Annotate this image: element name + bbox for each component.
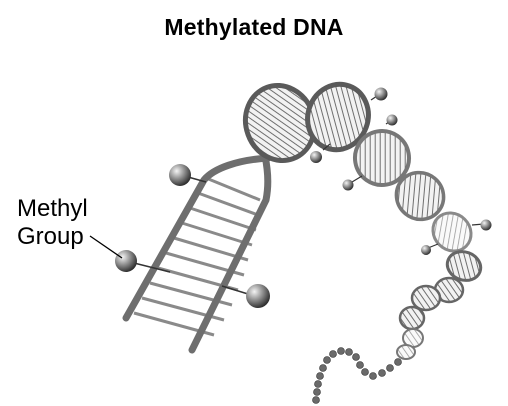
methyl-ball [169,164,191,186]
dna-helix-top [243,81,483,360]
dna-ladder [122,114,272,354]
methyl-ball [480,219,492,231]
dna-beaded-tail [312,347,402,404]
methyl-ball [310,151,322,163]
label-leader-line [89,235,123,259]
methyl-ball [374,87,388,101]
methyl-group-label-line1: Methyl [17,195,88,222]
methyl-groups [115,87,492,308]
ladder-left-strand [122,154,272,322]
methyl-ball [246,284,270,308]
methyl-ball [421,245,431,255]
methyl-group-label-line2: Group [17,223,84,250]
diagram-title: Methylated DNA [164,14,344,40]
methyl-ball [342,179,354,191]
methyl-ball [115,250,137,272]
methyl-ball [386,114,398,126]
